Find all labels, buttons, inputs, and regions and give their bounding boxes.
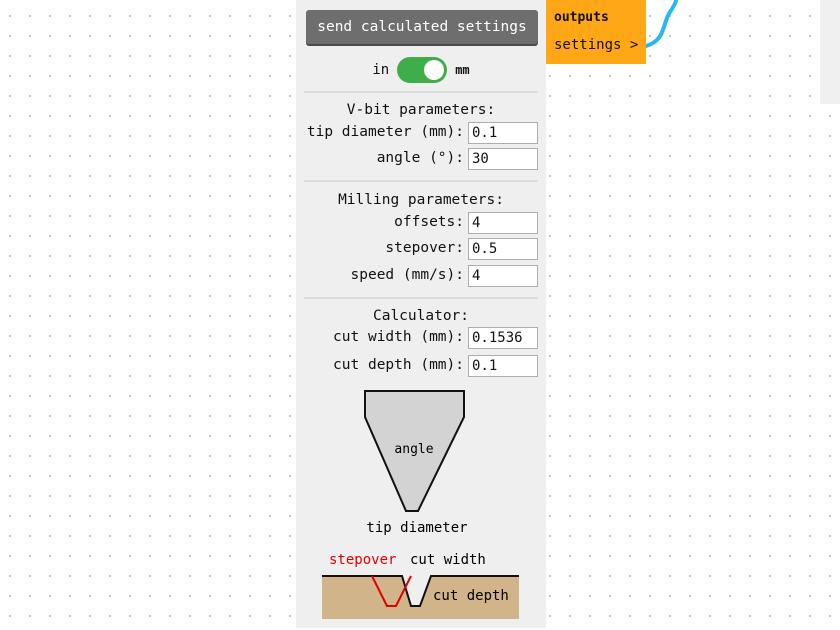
cut-depth-input[interactable] bbox=[468, 355, 538, 377]
speed-input[interactable] bbox=[468, 265, 538, 287]
cut-width-label: cut width (mm): bbox=[333, 329, 464, 345]
side-panel bbox=[820, 0, 840, 104]
unit-toggle-switch[interactable] bbox=[397, 57, 448, 83]
vbit-calculator-module: send calculated settings in mm V-bit par… bbox=[296, 0, 546, 628]
settings-output-port[interactable]: settings > bbox=[554, 37, 639, 53]
offsets-label: offsets: bbox=[394, 214, 464, 230]
offsets-input[interactable] bbox=[468, 212, 538, 234]
outputs-title: outputs bbox=[554, 10, 609, 25]
vbit-shape bbox=[364, 390, 465, 512]
diagram-stepover-label: stepover bbox=[329, 552, 396, 568]
diagram-tip-diameter-label: tip diameter bbox=[366, 520, 467, 536]
unit-label-in: in bbox=[372, 62, 390, 78]
unit-label-mm: mm bbox=[455, 63, 470, 77]
speed-label: speed (mm/s): bbox=[350, 267, 465, 283]
angle-label: angle (°): bbox=[376, 150, 464, 166]
calculator-section-title: Calculator: bbox=[372, 308, 470, 324]
vbit-diagram: angle tip diameter stepover cut width cu… bbox=[322, 390, 519, 619]
angle-input[interactable] bbox=[468, 148, 538, 170]
send-settings-button[interactable]: send calculated settings bbox=[306, 10, 538, 44]
divider bbox=[304, 91, 538, 93]
stepover-input[interactable] bbox=[468, 238, 538, 260]
stepover-path bbox=[371, 575, 412, 607]
vbit-section-title: V-bit parameters: bbox=[346, 102, 496, 118]
divider bbox=[304, 180, 538, 182]
tip-diameter-input[interactable] bbox=[468, 122, 538, 144]
diagram-angle-label: angle bbox=[394, 442, 433, 457]
tip-diameter-label: tip diameter (mm): bbox=[306, 124, 464, 140]
divider bbox=[304, 297, 538, 299]
cut-depth-label: cut depth (mm): bbox=[333, 357, 464, 373]
cut-width-input[interactable] bbox=[468, 327, 538, 349]
outputs-module: outputs settings > bbox=[546, 0, 646, 64]
unit-toggle-row: in mm bbox=[296, 56, 546, 84]
diagram-cut-depth-label: cut depth bbox=[433, 588, 509, 604]
toggle-knob bbox=[424, 60, 445, 80]
diagram-cut-width-label: cut width bbox=[410, 552, 486, 568]
milling-section-title: Milling parameters: bbox=[338, 192, 504, 208]
material-surface bbox=[322, 575, 519, 607]
stepover-label: stepover: bbox=[385, 240, 464, 256]
